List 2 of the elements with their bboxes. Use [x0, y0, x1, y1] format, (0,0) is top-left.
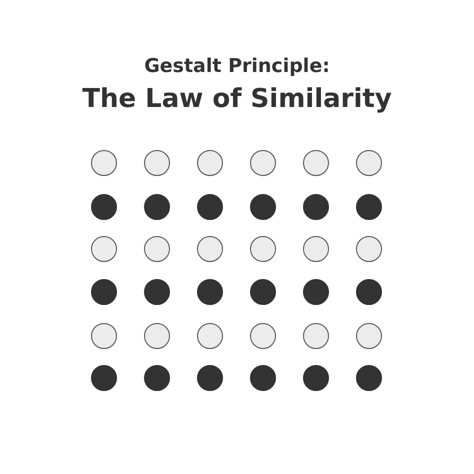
- title: The Law of Similarity: [81, 84, 393, 114]
- subtitle: Gestalt Principle:: [143, 55, 331, 77]
